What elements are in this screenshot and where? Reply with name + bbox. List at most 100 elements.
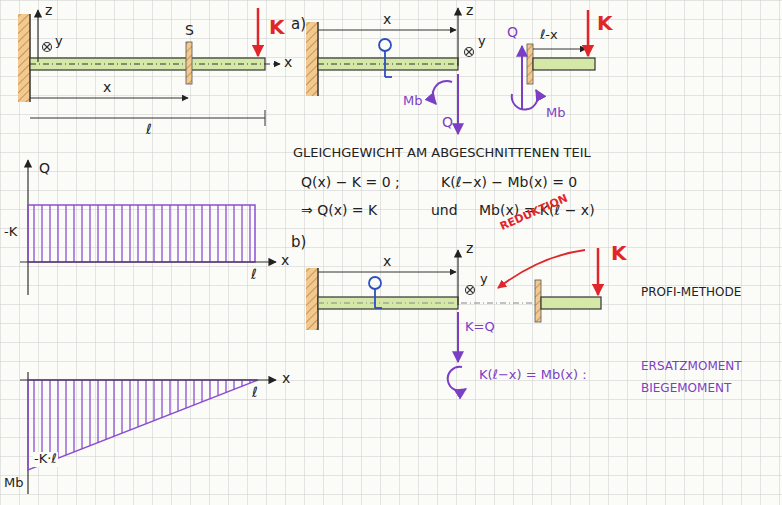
y-axis-cross bbox=[466, 49, 472, 55]
label: K=Q bbox=[464, 320, 496, 335]
dimension-line bbox=[30, 98, 188, 99]
observer-head bbox=[369, 277, 381, 289]
label: BIEGEMOMENT bbox=[640, 382, 732, 396]
observer-stem bbox=[374, 289, 376, 308]
label: Q bbox=[38, 160, 51, 176]
label: Mb bbox=[402, 94, 423, 109]
label: y bbox=[479, 272, 489, 287]
y-axis-cross bbox=[467, 287, 473, 293]
shear-diagram bbox=[20, 160, 276, 295]
beam bbox=[318, 58, 458, 70]
label: S bbox=[184, 22, 195, 38]
label: K bbox=[610, 242, 628, 265]
moment-arc bbox=[512, 90, 538, 110]
wall-support bbox=[18, 14, 30, 102]
label: x bbox=[382, 253, 392, 269]
label: Mb bbox=[3, 476, 24, 491]
label: -K·ℓ bbox=[33, 452, 58, 467]
label: y bbox=[477, 34, 487, 49]
label: Q bbox=[506, 24, 519, 40]
label: K(ℓ−x) − Mb(x) = 0 bbox=[440, 174, 578, 190]
label: PROFI-METHODE bbox=[640, 286, 742, 300]
label: ℓ-x bbox=[539, 28, 559, 43]
section-cut bbox=[527, 44, 533, 84]
section-cut bbox=[186, 42, 192, 84]
force-arrow bbox=[587, 10, 590, 56]
y-axis-symbol bbox=[43, 43, 52, 52]
dimension-tick bbox=[265, 110, 266, 126]
label: z bbox=[44, 2, 53, 18]
reduction-arrow bbox=[498, 250, 585, 288]
wall-support bbox=[306, 268, 318, 330]
observer-foot bbox=[385, 76, 392, 78]
label: Q(x) − K = 0 ; bbox=[300, 174, 401, 190]
label: GLEICHGEWICHT AM ABGESCHNITTENEN TEIL bbox=[292, 146, 592, 161]
observer-stem bbox=[384, 51, 386, 77]
label: ERSATZMOMENT bbox=[640, 360, 743, 374]
center-line bbox=[318, 64, 458, 65]
x-axis bbox=[20, 379, 276, 380]
label: x bbox=[382, 11, 392, 27]
z-axis bbox=[37, 10, 38, 62]
dimension-line bbox=[30, 118, 265, 119]
cantilever-figure bbox=[18, 8, 280, 126]
section-b-figure bbox=[306, 248, 601, 391]
label: K bbox=[596, 12, 614, 35]
moment-diagram bbox=[20, 372, 276, 494]
observer-head bbox=[379, 39, 391, 51]
center-line bbox=[318, 303, 535, 304]
label: K bbox=[268, 16, 286, 39]
label: z bbox=[465, 240, 474, 256]
shear-arrow bbox=[521, 46, 523, 110]
label: Mb bbox=[545, 106, 566, 121]
y-axis-circle bbox=[466, 286, 475, 295]
shear-area bbox=[28, 205, 255, 262]
label: x bbox=[281, 370, 291, 386]
label: x bbox=[283, 54, 293, 70]
label: K(ℓ−x) = Mb(x) : bbox=[478, 368, 588, 383]
label: b) bbox=[290, 234, 307, 251]
dimension-line bbox=[533, 49, 586, 50]
dimension-line bbox=[318, 272, 456, 273]
force-arrow bbox=[597, 248, 600, 295]
y-axis-cross bbox=[44, 44, 50, 50]
label: ℓ bbox=[250, 266, 258, 282]
moment-arc bbox=[433, 81, 452, 104]
y-axis-symbol bbox=[465, 48, 474, 57]
wall-support bbox=[306, 22, 318, 96]
y-axis-cross bbox=[467, 287, 473, 293]
y-axis-symbol bbox=[466, 286, 475, 295]
beam bbox=[533, 58, 595, 70]
label: ⇒ Q(x) = K bbox=[300, 202, 378, 218]
label: x bbox=[280, 252, 290, 268]
y-axis-circle bbox=[465, 48, 474, 57]
label: ℓ bbox=[251, 384, 259, 400]
label: ℓ bbox=[145, 121, 153, 137]
observer-symbol bbox=[369, 277, 382, 308]
moment-area bbox=[28, 380, 258, 470]
section-cut bbox=[535, 280, 541, 322]
dimension-line bbox=[318, 30, 456, 31]
force-arrow bbox=[257, 8, 260, 56]
z-axis bbox=[457, 8, 458, 66]
label: Q bbox=[441, 114, 454, 130]
y-axis-cross bbox=[466, 49, 472, 55]
moment-arc bbox=[448, 367, 466, 391]
label: und bbox=[430, 202, 459, 218]
y-axis-cross bbox=[44, 44, 50, 50]
label: a) bbox=[290, 16, 307, 33]
x-axis bbox=[20, 261, 276, 262]
observer-foot bbox=[375, 307, 382, 309]
shear-arrow bbox=[457, 312, 459, 362]
section-a-figure bbox=[306, 8, 595, 134]
label: x bbox=[102, 79, 112, 95]
beam bbox=[541, 297, 601, 309]
z-axis bbox=[457, 250, 458, 305]
x-axis bbox=[30, 64, 280, 65]
shear-arrow bbox=[457, 74, 459, 134]
observer-symbol bbox=[379, 39, 392, 77]
